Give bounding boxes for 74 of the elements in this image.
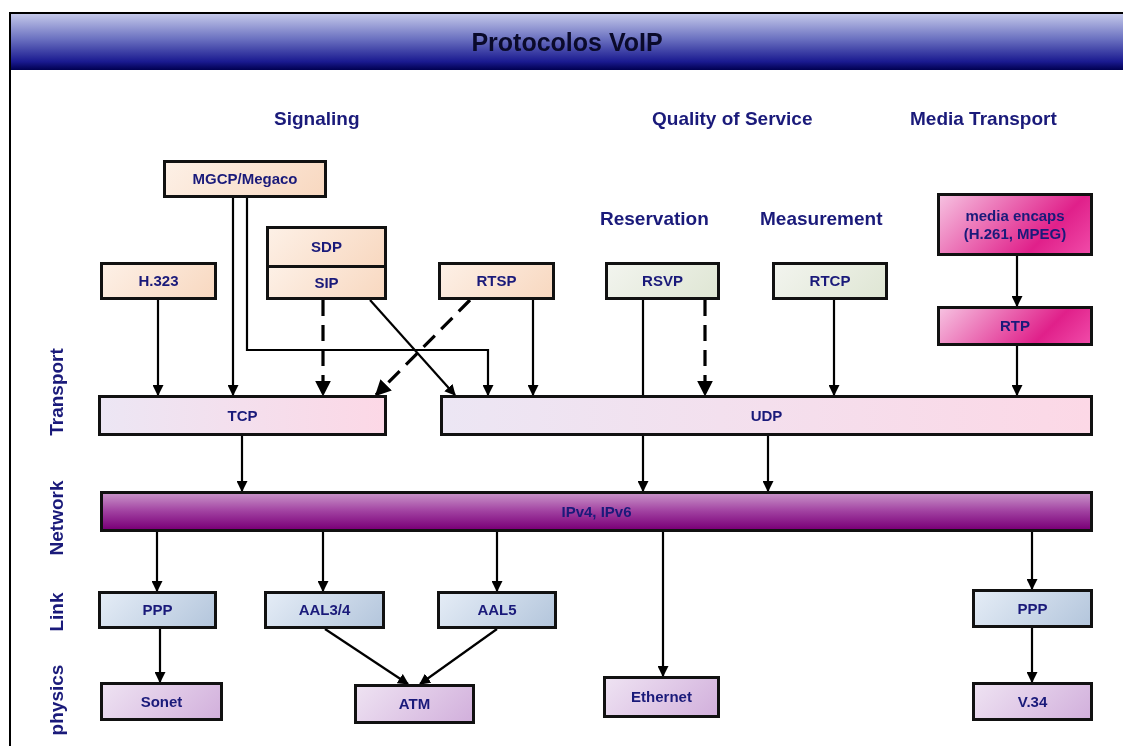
protocol-box <box>98 395 387 436</box>
arrow <box>154 629 166 684</box>
arrow <box>1011 256 1023 308</box>
arrow <box>657 532 669 678</box>
arrow <box>1026 532 1038 591</box>
protocol-name: RTP <box>1000 317 1030 335</box>
protocol-box <box>440 395 1093 436</box>
layer-label: physics <box>46 664 68 736</box>
protocol-name: RTSP <box>476 272 517 290</box>
protocol-box <box>972 682 1093 721</box>
arrow <box>419 628 498 685</box>
protocol-box <box>354 684 475 724</box>
arrow <box>762 436 774 493</box>
arrow <box>374 298 472 397</box>
protocol-name: MGCP/Megaco <box>192 170 298 188</box>
protocol-name: H.323 <box>138 272 179 290</box>
layer-label: Network <box>46 480 68 556</box>
category-heading: Quality of Service <box>652 108 813 130</box>
arrow <box>828 300 840 397</box>
protocol-name: TCP <box>227 406 258 425</box>
arrow <box>1011 346 1023 397</box>
protocol-name: media encaps (H.261, MPEG) <box>962 207 1068 242</box>
protocol-name: AAL3/4 <box>298 601 351 619</box>
protocol-name: PPP <box>1017 599 1048 618</box>
protocol-name: RSVP <box>642 272 683 290</box>
protocol-box <box>100 682 223 721</box>
arrow <box>369 299 456 396</box>
protocol-name: ATM <box>398 695 431 713</box>
protocol-box <box>266 265 387 300</box>
protocol-name: Ethernet <box>631 688 692 706</box>
category-heading: Reservation <box>600 208 709 230</box>
category-heading: Measurement <box>760 208 883 230</box>
protocol-name: SDP <box>311 238 342 256</box>
protocol-box <box>937 306 1093 346</box>
arrow <box>637 436 649 493</box>
protocol-box <box>163 160 327 198</box>
protocol-box <box>972 589 1093 628</box>
arrow <box>245 198 494 397</box>
connector-line <box>641 300 645 395</box>
protocol-name: IPv4, IPv6 <box>561 502 632 521</box>
category-heading: Media Transport <box>910 108 1057 130</box>
protocol-name: V.34 <box>1017 692 1048 711</box>
arrow <box>151 532 163 593</box>
arrow <box>317 532 329 593</box>
arrow <box>491 532 503 593</box>
category-heading: Signaling <box>274 108 360 130</box>
protocol-name: Sonet <box>140 692 183 711</box>
layer-label: Transport <box>46 348 68 436</box>
protocol-name: PPP <box>142 601 173 619</box>
protocol-name: UDP <box>750 406 783 425</box>
arrow <box>1026 628 1038 684</box>
protocol-box <box>98 591 217 629</box>
arrow <box>697 300 713 397</box>
protocol-box <box>605 262 720 300</box>
protocol-bar <box>100 491 1093 532</box>
protocol-box <box>437 591 557 629</box>
arrow <box>236 436 248 493</box>
layer-label: Link <box>46 592 68 632</box>
arrow <box>324 628 409 685</box>
protocol-box <box>937 193 1093 256</box>
protocol-name: RTCP <box>809 272 851 290</box>
protocol-name: AAL5 <box>477 601 517 619</box>
protocol-box <box>264 591 385 629</box>
protocol-box <box>603 676 720 718</box>
arrow <box>152 300 164 397</box>
protocol-box <box>266 226 387 268</box>
arrow <box>227 198 239 397</box>
protocol-name: SIP <box>314 273 339 292</box>
arrow <box>527 300 539 397</box>
protocol-box <box>100 262 217 300</box>
protocol-box <box>438 262 555 300</box>
arrow <box>315 300 331 397</box>
title-bar-heading: Protocolos VoIP <box>471 27 663 57</box>
protocol-box <box>772 262 888 300</box>
